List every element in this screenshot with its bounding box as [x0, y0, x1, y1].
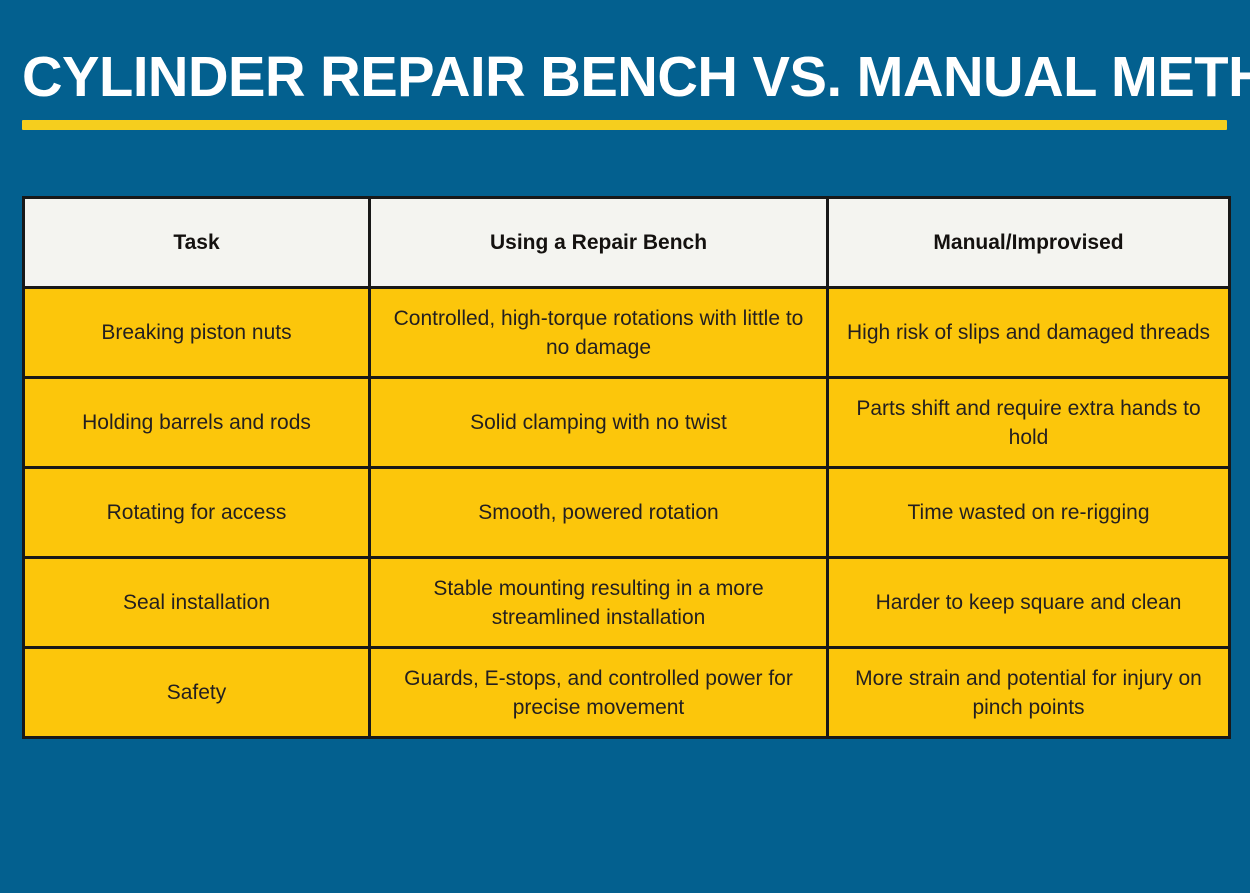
cell-manual: Parts shift and require extra hands to h…	[826, 376, 1231, 469]
table-body: Breaking piston nuts Controlled, high-to…	[22, 286, 1231, 739]
title-block: Cylinder Repair Bench vs. Manual Methods	[22, 45, 1250, 130]
cell-bench: Solid clamping with no twist	[368, 376, 829, 469]
cell-bench: Smooth, powered rotation	[368, 466, 829, 559]
title-underline-rule	[22, 120, 1227, 130]
comparison-table: Task Using a Repair Bench Manual/Improvi…	[22, 196, 1231, 739]
column-header-task: Task	[22, 196, 371, 289]
cell-bench: Stable mounting resulting in a more stre…	[368, 556, 829, 649]
table-row: Breaking piston nuts Controlled, high-to…	[22, 286, 1231, 379]
column-header-using-a-repair-bench: Using a Repair Bench	[368, 196, 829, 289]
cell-task: Rotating for access	[22, 466, 371, 559]
column-header-manual-improvised: Manual/Improvised	[826, 196, 1231, 289]
page-title: Cylinder Repair Bench vs. Manual Methods	[22, 45, 1250, 109]
cell-task: Breaking piston nuts	[22, 286, 371, 379]
comparison-table-container: Task Using a Repair Bench Manual/Improvi…	[22, 196, 1231, 739]
table-row: Rotating for access Smooth, powered rota…	[22, 466, 1231, 559]
table-row: Seal installation Stable mounting result…	[22, 556, 1231, 649]
cell-manual: Time wasted on re-rigging	[826, 466, 1231, 559]
table-row: Holding barrels and rods Solid clamping …	[22, 376, 1231, 469]
cell-bench: Guards, E-stops, and controlled power fo…	[368, 646, 829, 739]
cell-manual: Harder to keep square and clean	[826, 556, 1231, 649]
cell-manual: High risk of slips and damaged threads	[826, 286, 1231, 379]
cell-bench: Controlled, high-torque rotations with l…	[368, 286, 829, 379]
table-row: Safety Guards, E-stops, and controlled p…	[22, 646, 1231, 739]
cell-task: Safety	[22, 646, 371, 739]
table-header-row: Task Using a Repair Bench Manual/Improvi…	[22, 196, 1231, 289]
cell-task: Holding barrels and rods	[22, 376, 371, 469]
cell-manual: More strain and potential for injury on …	[826, 646, 1231, 739]
table-header: Task Using a Repair Bench Manual/Improvi…	[22, 196, 1231, 289]
cell-task: Seal installation	[22, 556, 371, 649]
